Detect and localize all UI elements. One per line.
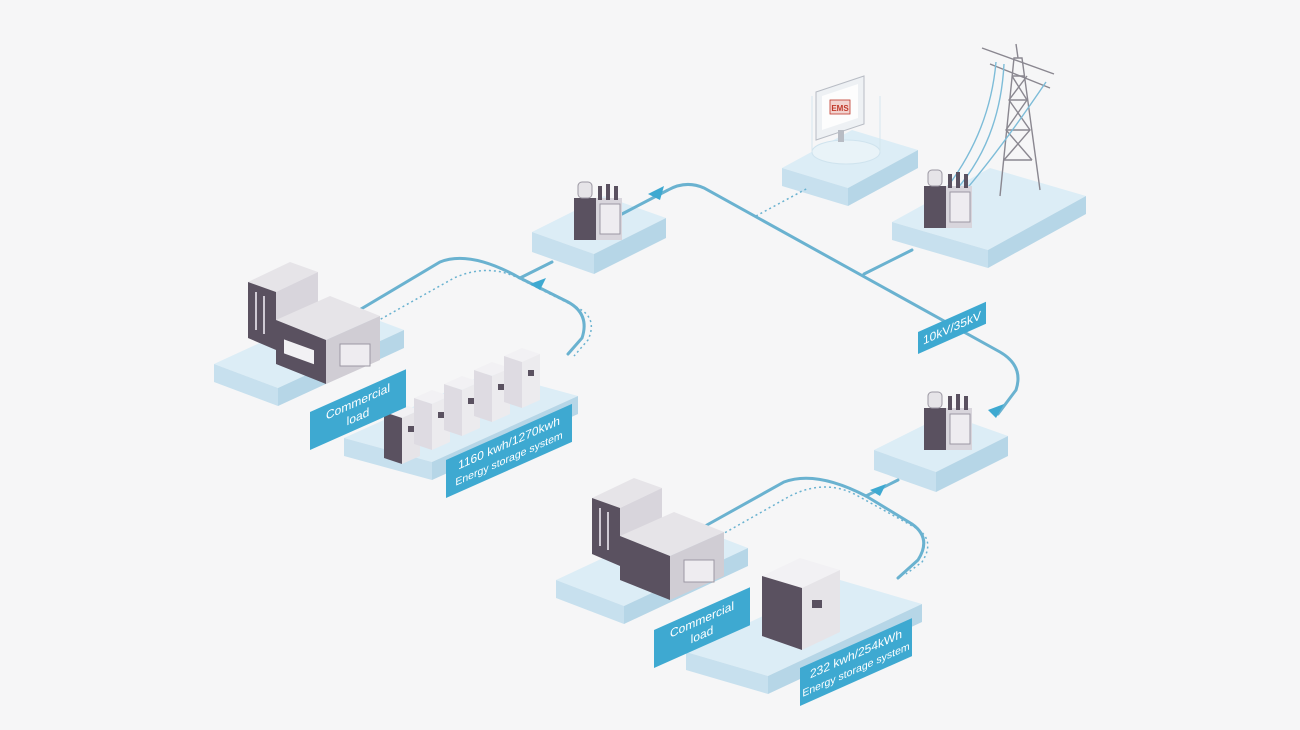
commercial-building-icon [592,478,724,600]
power-lines [354,183,1020,580]
bottom-ess-line [864,494,926,580]
transformer-icon [574,181,622,240]
grid-feeder-line [862,248,914,276]
commercial-building-icon [248,262,380,384]
bottom-load-line [696,476,868,532]
voltage-label: 10kV/35kV [918,301,986,354]
flow-arrows [530,186,1004,496]
ems-comm-line [755,187,809,217]
grid-platform [892,168,1086,268]
arrow-right-icon [988,404,1004,418]
battery-cabinet-icon [384,348,540,464]
transformer-icon [924,391,972,450]
top-load-line [354,256,522,314]
transformer-icon [924,169,972,228]
battery-cabinet-icon [762,558,840,650]
arrow-down-left-icon [530,278,546,290]
top-ess-line [518,276,586,356]
top-load-label: Commercial load [310,369,406,450]
arrow-down-left-icon [870,484,886,496]
ems-screen-text: EMS [831,104,849,113]
comm-lines [371,187,929,575]
arrow-up-icon [648,186,664,200]
main-feeder-line [620,183,1020,416]
ems-monitor-icon: EMS [811,75,881,165]
top-drop-line [518,260,554,280]
